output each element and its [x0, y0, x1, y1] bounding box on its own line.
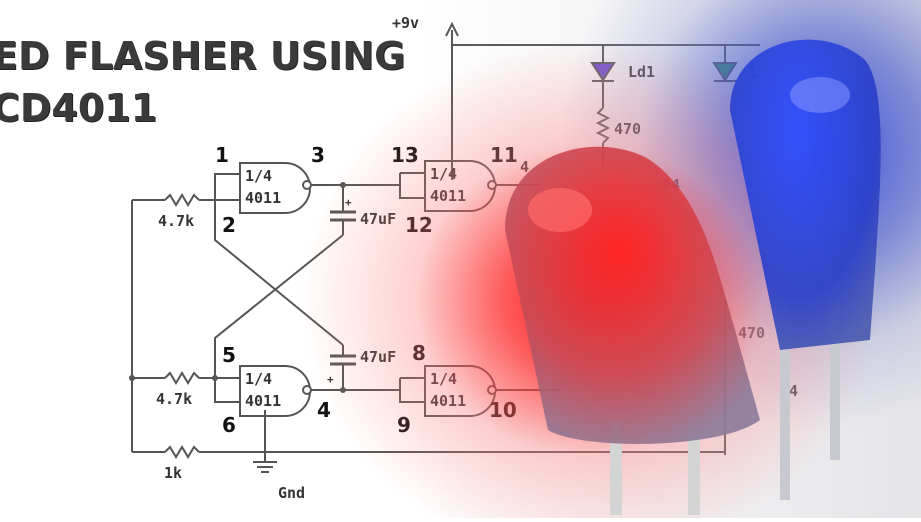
blue-led-icon — [730, 39, 881, 500]
page-title: ED FLASHER USING CD4011 — [0, 30, 405, 134]
title-line-1: ED FLASHER USING — [0, 34, 406, 78]
title-line-2: CD4011 — [0, 86, 158, 130]
red-led-icon — [505, 146, 760, 515]
